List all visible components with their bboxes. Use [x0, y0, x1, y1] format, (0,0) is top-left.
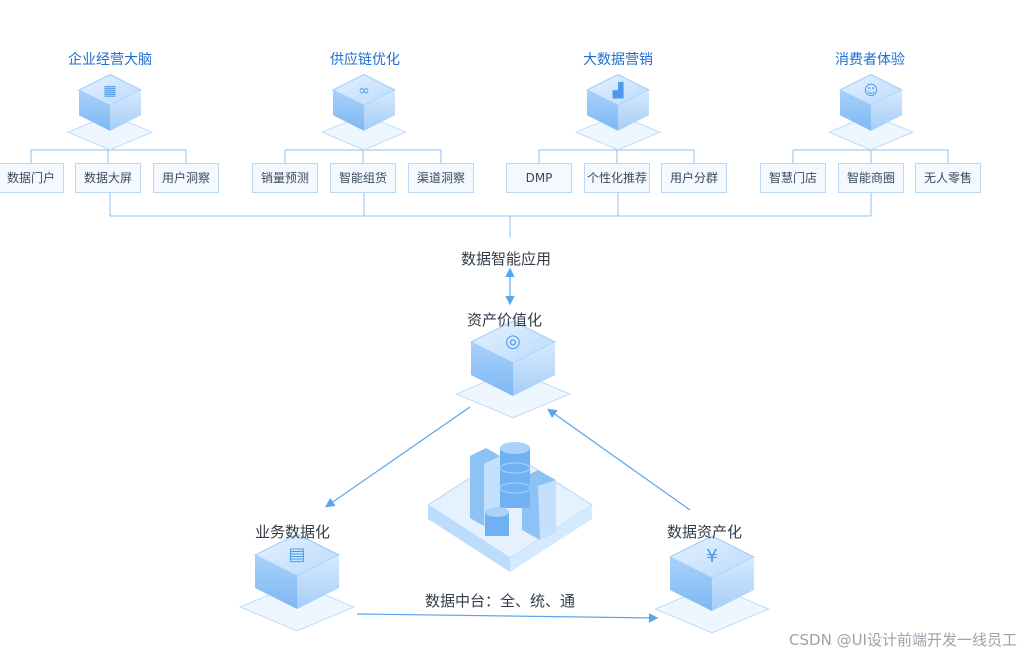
business-data-cube: ▤ — [239, 533, 355, 632]
category-title-marketing: 大数据营销 — [583, 52, 653, 68]
link-icon: ∞ — [358, 83, 370, 99]
sub-item-smart-district[interactable]: 智能商圈 — [838, 163, 904, 193]
server-icon: ▤ — [288, 544, 305, 565]
category-title-enterprise: 企业经营大脑 — [68, 52, 152, 68]
small-cylinder-top — [485, 507, 509, 517]
cube-right-face — [110, 90, 141, 131]
database-cylinder-ring — [499, 482, 531, 494]
database-cylinder-top — [500, 442, 530, 454]
cube-left-face — [79, 90, 110, 131]
cube-icons: ▦ ∞ ▟ ☺ ◎ ▤ ¥ — [66, 73, 915, 634]
server-tower-right-face — [538, 480, 556, 540]
app-layer-label: 数据智能应用 — [461, 250, 552, 268]
sub-item-user-insight[interactable]: 用户洞察 — [153, 163, 219, 193]
cube-right-face — [364, 90, 395, 131]
cube-platform — [574, 114, 662, 151]
data-asset-cube: ¥ — [654, 535, 770, 634]
cube-platform — [320, 114, 408, 151]
sub-item-sales-forecast[interactable]: 销量预测 — [252, 163, 318, 193]
arrow-to-business-data — [325, 406, 471, 508]
chart-icon: ▟ — [612, 81, 624, 99]
marketing-cube: ▟ — [574, 73, 662, 151]
middle-platform-right-edge — [510, 505, 592, 572]
cube-right-face — [871, 90, 902, 131]
coin-stack-icon: ◎ — [505, 331, 521, 352]
arrow-to-asset-value — [547, 408, 691, 511]
supply-chain-cube: ∞ — [320, 73, 408, 151]
sub-item-smart-store[interactable]: 智慧门店 — [760, 163, 826, 193]
cube-right-face — [712, 557, 754, 611]
business-data-label: 业务数据化 — [255, 523, 331, 541]
category-title-consumer: 消费者体验 — [835, 52, 905, 68]
cube-left-face — [670, 557, 712, 611]
sub-item-unmanned-retail[interactable]: 无人零售 — [915, 163, 981, 193]
cube-platform — [827, 114, 915, 151]
sub-item-data-screen[interactable]: 数据大屏 — [75, 163, 141, 193]
sub-item-data-portal[interactable]: 数据门户 — [0, 163, 64, 193]
cube-left-face — [587, 90, 618, 131]
sub-item-smart-assortment[interactable]: 智能组货 — [330, 163, 396, 193]
watermark: CSDN @UI设计前端开发一线员工 — [789, 631, 1017, 649]
sub-item-dmp[interactable]: DMP — [506, 163, 572, 193]
sub-item-channel-insight[interactable]: 渠道洞察 — [408, 163, 474, 193]
enterprise-brain-cube: ▦ — [66, 73, 154, 151]
yen-icon: ¥ — [706, 546, 717, 567]
cube-left-face — [471, 342, 513, 396]
data-asset-label: 数据资产化 — [667, 523, 743, 541]
middle-platform-left-edge — [428, 505, 510, 572]
building-icon: ▦ — [103, 83, 116, 99]
cube-right-face — [513, 342, 555, 396]
user-icon: ☺ — [864, 83, 879, 99]
cube-platform — [66, 114, 154, 151]
flow-arrows — [325, 267, 691, 623]
cube-left-face — [255, 555, 297, 609]
arrow-to-data-asset — [356, 613, 659, 623]
consumer-cube: ☺ — [827, 73, 915, 151]
cube-left-face — [840, 90, 871, 131]
database-cylinder-ring — [499, 462, 531, 474]
sub-item-user-segmentation[interactable]: 用户分群 — [661, 163, 727, 193]
category-title-supply-chain: 供应链优化 — [330, 52, 400, 68]
data-middle-platform — [427, 442, 593, 572]
asset-value-label: 资产价值化 — [467, 311, 543, 329]
cube-right-face — [618, 90, 649, 131]
cube-left-face — [333, 90, 364, 131]
asset-value-cube: ◎ — [455, 320, 571, 419]
sub-item-personalized-recommendation[interactable]: 个性化推荐 — [584, 163, 650, 193]
database-cylinder-body — [500, 448, 530, 508]
cube-right-face — [297, 555, 339, 609]
center-label: 数据中台：全、统、通 — [425, 592, 576, 610]
